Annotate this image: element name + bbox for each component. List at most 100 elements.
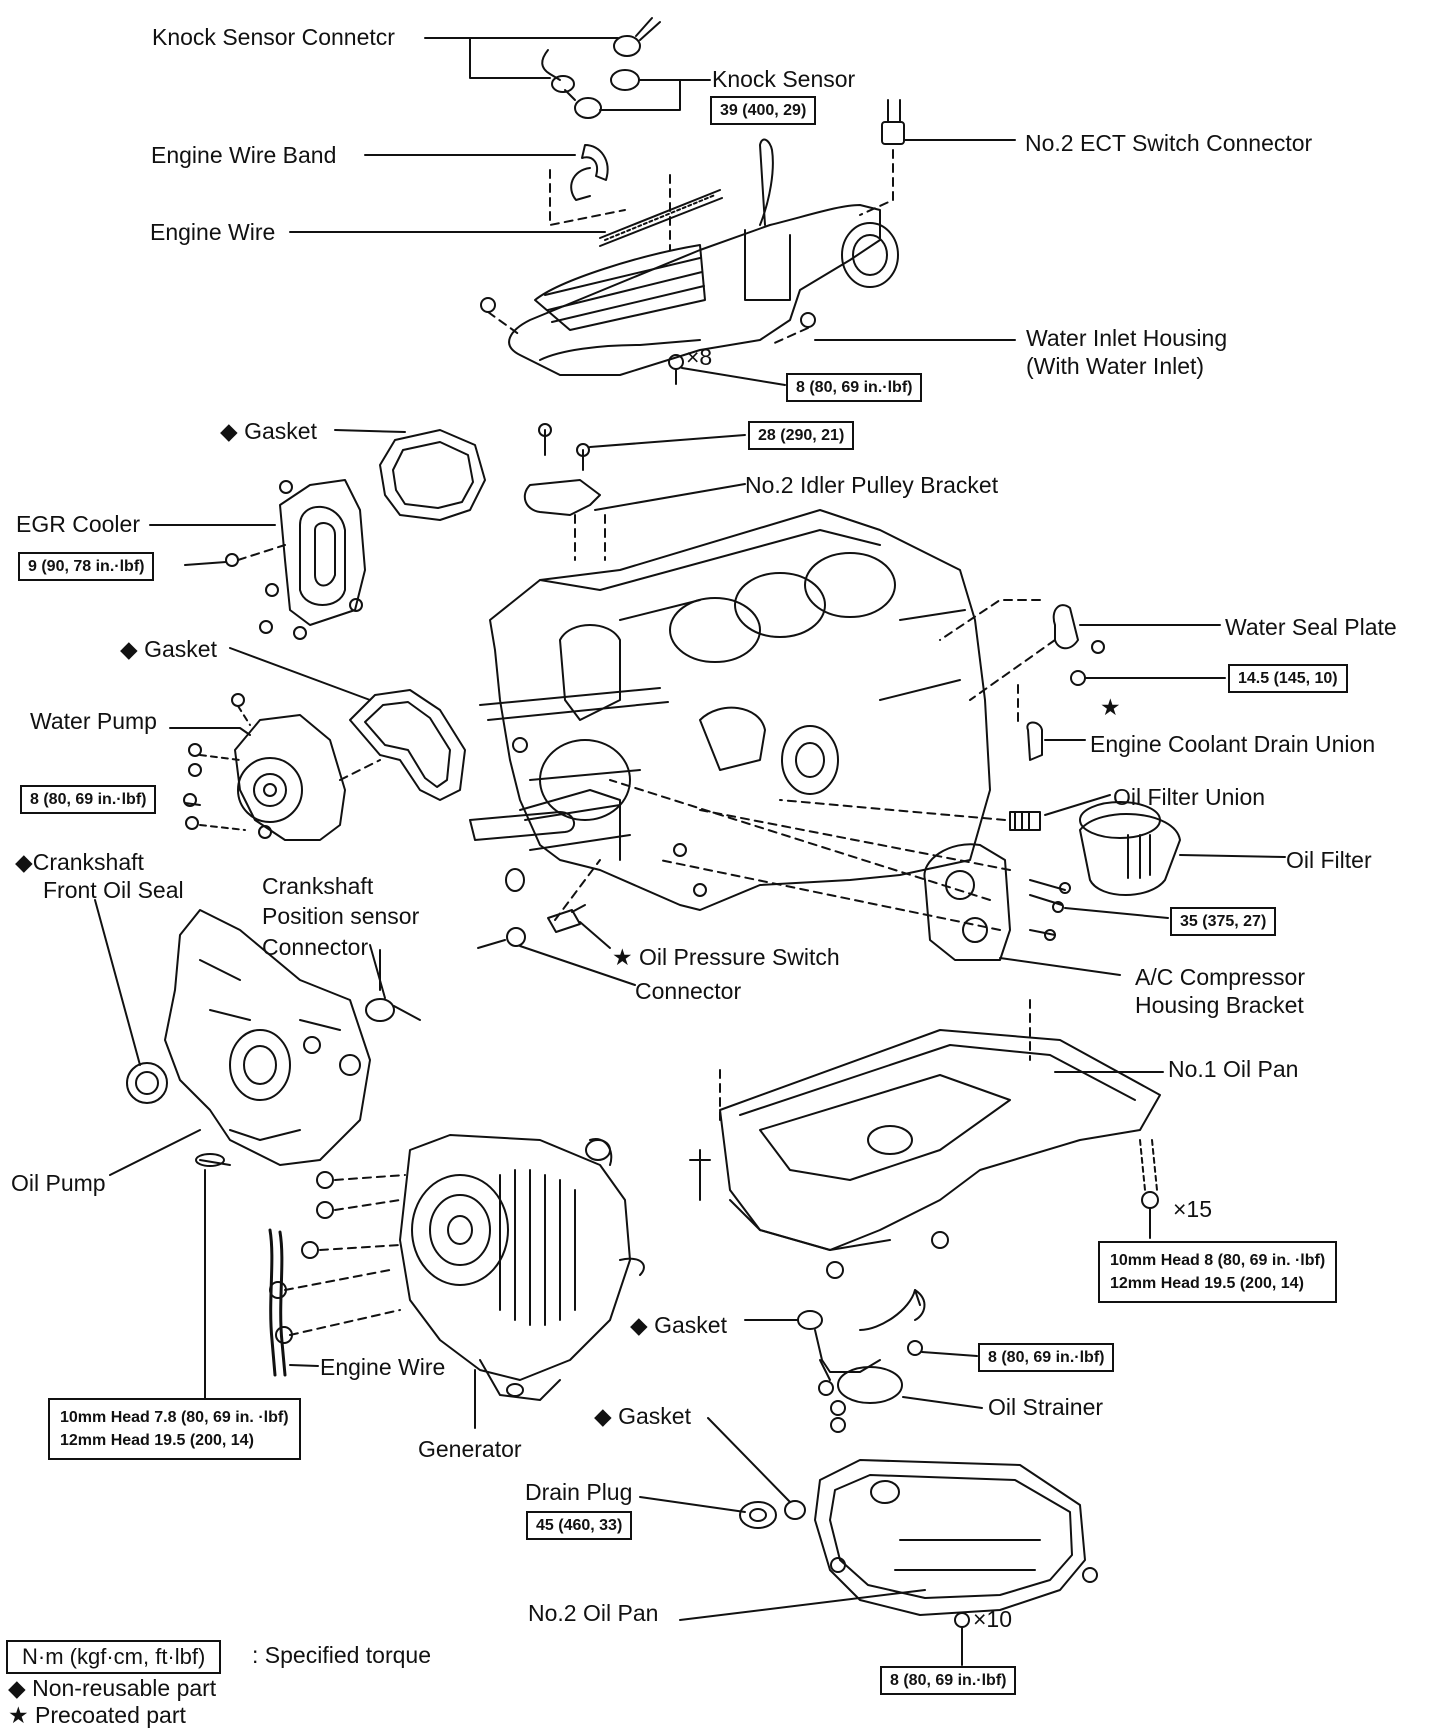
legend-nonreusable: ◆ Non-reusable part [8,1675,216,1702]
legend-torque-box: N·m (kgf·cm, ft·lbf) [6,1640,222,1675]
torque-ac-bracket: 35 (375, 27) [1170,907,1277,937]
oil-pump-shape [95,900,370,1440]
torque-water-seal-plate: 14.5 (145, 10) [1228,664,1348,694]
engine-wire-bottom-shape [270,1230,400,1375]
label-oil-strainer: Oil Strainer [988,1394,1104,1420]
label-oil-pressure-switch-text: Oil Pressure Switch [639,944,840,970]
torque-oil-pan-1-line2: 12mm Head 19.5 (200, 14) [1110,1275,1304,1293]
diamond-icon: ◆ [15,849,33,875]
label-cps-line2: Position sensor [262,903,420,930]
diamond-icon: ◆ [630,1312,648,1338]
torque-drain-plug: 45 (460, 33) [526,1511,633,1541]
cylinder-block-shape [470,510,990,910]
oil-pressure-switch-shape [478,860,635,985]
label-x15: ×15 [1173,1196,1213,1222]
label-engine-wire-top: Engine Wire [150,219,276,245]
label-water-seal-plate: Water Seal Plate [1225,614,1397,640]
label-ac-line2: Housing Bracket [1135,992,1304,1019]
wire-band-and-wire [290,145,722,250]
label-knock-sensor-connector: Knock Sensor Connetcr [152,24,395,50]
egr-cooler-shape [150,480,365,640]
gasket-1-shape [335,430,485,520]
torque-oil-pan-1-line1: 10mm Head 8 (80, 69 in. ·lbf) [1110,1252,1326,1269]
crank-sensor-connector-shape [365,945,420,1022]
label-gasket-1: ◆ Gasket [220,418,317,444]
label-engine-coolant-drain-union: Engine Coolant Drain Union [1090,731,1376,757]
torque-idler-pulley: 28 (290, 21) [748,421,855,451]
label-oil-pressure-connector: Connector [635,978,742,1004]
label-gasket-2: ◆ Gasket [120,636,217,662]
legend-torque-text: : Specified torque [252,1642,432,1668]
generator-shape [301,1135,644,1428]
label-engine-wire-bottom: Engine Wire [320,1354,446,1380]
label-generator: Generator [418,1436,522,1462]
label-water-inlet-housing: Water Inlet Housing (With Water Inlet) [1026,324,1227,380]
label-cps-line1: Crankshaft [262,873,374,899]
label-no1-oil-pan: No.1 Oil Pan [1168,1056,1299,1082]
label-no2-ect-switch-connector: No.2 ECT Switch Connector [1025,130,1313,156]
water-inlet-housing [480,140,1015,385]
label-ac-line1: A/C Compressor [1135,964,1305,990]
label-water-inlet-line1: Water Inlet Housing [1026,325,1228,351]
label-gasket-4: ◆ Gasket [594,1403,691,1429]
label-no2-oil-pan: No.2 Oil Pan [528,1600,659,1626]
diamond-icon: ◆ [120,636,138,662]
label-front-seal-line1: ◆Crankshaft [15,848,184,876]
label-water-inlet-line2: (With Water Inlet) [1026,353,1205,380]
label-gasket-2-text: Gasket [144,636,217,662]
label-water-pump: Water Pump [30,708,157,734]
torque-generator: 10mm Head 7.8 (80, 69 in. ·lbf) 12mm Hea… [48,1398,301,1461]
diamond-icon: ◆ [220,418,238,444]
torque-knock-sensor: 39 (400, 29) [710,96,817,126]
label-no2-idler-pulley-bracket: No.2 Idler Pulley Bracket [745,472,999,498]
label-front-seal-line2: Front Oil Seal [43,877,184,904]
oil-strainer-shape [745,1290,982,1433]
star-icon: ★ [1100,694,1121,720]
legend-precoated-text: Precoated part [35,1702,186,1728]
label-oil-pump: Oil Pump [11,1170,106,1196]
torque-oil-pan-2: 8 (80, 69 in.·lbf) [880,1666,1017,1696]
label-gasket-1-text: Gasket [244,418,317,444]
torque-oil-strainer: 8 (80, 69 in.·lbf) [978,1343,1115,1373]
ect-connector [860,100,1015,215]
label-x10: ×10 [973,1606,1013,1632]
diamond-icon: ◆ [8,1675,26,1701]
label-gasket-3-text: Gasket [654,1312,727,1338]
label-engine-wire-band: Engine Wire Band [151,142,337,168]
label-cps-line3: Connector [262,933,369,960]
label-oil-pressure-switch: ★ Oil Pressure Switch [612,944,840,970]
diamond-icon: ◆ [594,1403,612,1429]
label-x8: ×8 [686,344,713,370]
label-knock-sensor: Knock Sensor [712,66,856,92]
idler-pulley-bracket-shape [525,423,745,560]
label-gasket-4-text: Gasket [618,1403,691,1429]
no1-oil-pan-shape [690,1030,1163,1279]
oil-filter-shape [780,795,1285,895]
label-oil-filter-union: Oil Filter Union [1113,784,1266,810]
torque-water-inlet: 8 (80, 69 in.·lbf) [786,373,923,403]
no2-oil-pan-shape [640,1418,1098,1665]
gasket-2-shape [230,648,465,800]
label-front-seal-text1: Crankshaft [32,849,144,875]
star-icon: ★ [612,944,633,970]
label-crankshaft-position-sensor: Crankshaft Position sensor Connector [262,871,419,962]
torque-oil-pan-1: 10mm Head 8 (80, 69 in. ·lbf) 12mm Head … [1098,1241,1338,1304]
label-crankshaft-front-oil-seal: ◆Crankshaft Front Oil Seal [15,848,184,904]
torque-water-pump: 8 (80, 69 in.·lbf) [20,785,157,815]
legend-nonreusable-text: Non-reusable part [32,1675,217,1701]
water-pump-shape [170,693,380,840]
water-seal-plate-shape [940,600,1225,760]
torque-egr-cooler: 9 (90, 78 in.·lbf) [18,552,155,582]
label-gasket-3: ◆ Gasket [630,1312,727,1338]
label-ac-compressor-bracket: A/C Compressor Housing Bracket [1135,963,1305,1019]
ac-bracket-shape [610,780,1168,975]
label-oil-filter: Oil Filter [1286,847,1372,873]
star-icon: ★ [8,1702,29,1728]
knock-sensor-parts [542,18,660,119]
label-drain-plug: Drain Plug [525,1479,633,1505]
legend-precoated: ★ Precoated part [8,1702,186,1729]
torque-generator-line1: 10mm Head 7.8 (80, 69 in. ·lbf) [60,1409,289,1426]
label-egr-cooler: EGR Cooler [16,511,140,537]
